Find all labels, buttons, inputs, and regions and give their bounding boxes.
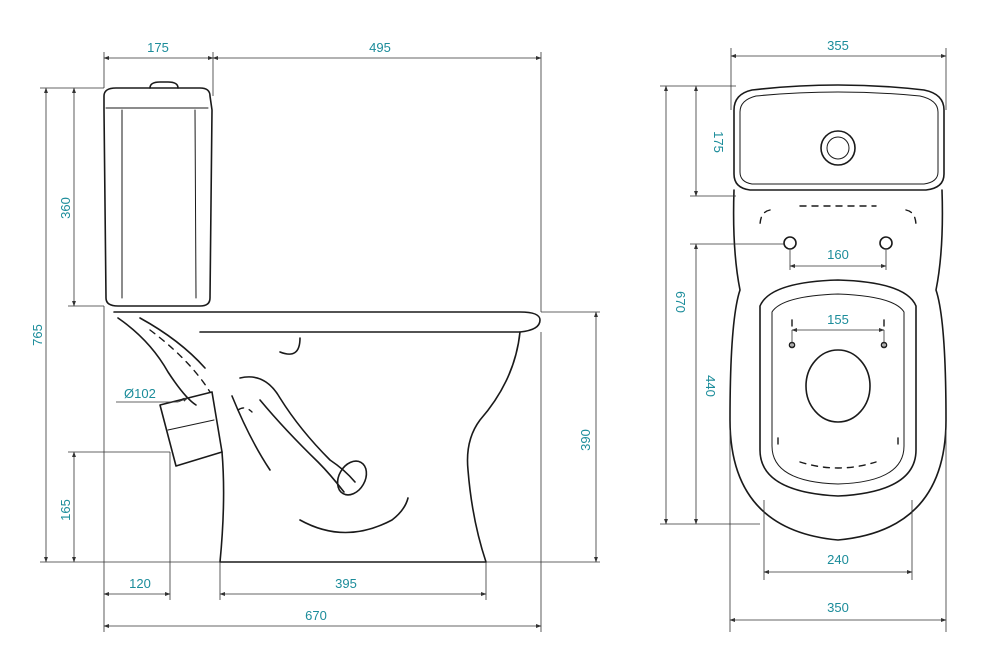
dim-overall-length: 670 [305,608,327,623]
dim-bowl-length-from-tank: 495 [369,40,391,55]
dim-outlet-offset: 120 [129,576,151,591]
dim-top-bowl-length: 440 [703,375,718,397]
hinge-hole-right-icon [879,236,893,250]
dim-base-length: 395 [335,576,357,591]
dim-top-base-width: 240 [827,552,849,567]
cistern-tank [103,81,213,307]
dim-seat-hinge-holes: 160 [827,247,849,262]
top-view: 355 175 670 440 160 155 240 350 [660,38,947,632]
dim-top-tank-depth: 175 [711,131,726,153]
dim-top-bowl-width: 350 [827,600,849,615]
dim-overall-height: 765 [30,324,45,346]
dim-seat-hole-spacing: 155 [827,312,849,327]
dim-top-overall-width: 355 [827,38,849,53]
hinge-hole-left-icon [783,236,797,250]
dim-tank-height: 360 [58,197,73,219]
dim-seat-height: 390 [578,429,593,451]
tank-top [733,84,945,191]
bowl-top [729,189,947,541]
toilet-bowl [113,311,541,563]
dim-tank-depth: 175 [147,40,169,55]
dim-top-overall-length: 670 [673,291,688,313]
side-view: 175 495 360 765 Ø102 165 390 120 395 670 [30,40,600,632]
flush-button-icon [820,130,856,166]
dim-outlet-diameter: Ø102 [124,386,156,401]
dim-outlet-height: 165 [58,499,73,521]
